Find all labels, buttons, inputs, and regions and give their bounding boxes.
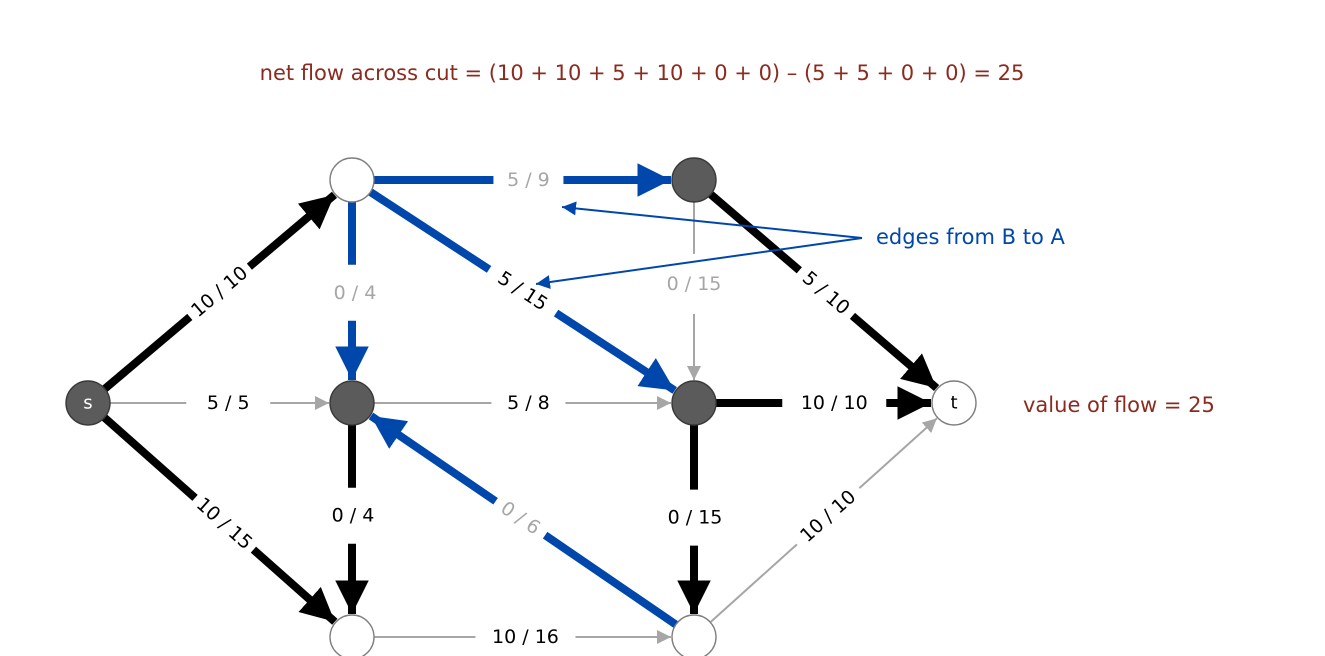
node-circle xyxy=(65,380,111,426)
node-circle xyxy=(931,380,977,426)
edge-label: 10 / 10 xyxy=(801,392,868,414)
node-circle xyxy=(329,380,375,426)
node-circle xyxy=(329,614,375,656)
edge-label: 0 / 15 xyxy=(667,273,722,295)
edge-line-end xyxy=(849,312,940,392)
annotation-pointer-top xyxy=(561,201,863,239)
node-circle xyxy=(671,157,717,203)
node-bot_left xyxy=(329,614,375,656)
edge-line-start xyxy=(101,414,198,501)
node-label: s xyxy=(83,393,92,414)
edge-line-start xyxy=(102,313,193,392)
edge-topleft-midleft: 0 / 4 xyxy=(334,202,377,380)
edge-topleft-midright: 5 / 15 xyxy=(368,188,677,394)
edge-line-end xyxy=(553,309,677,394)
value-of-flow-label: value of flow = 25 xyxy=(1023,393,1215,417)
edge-label: 5 / 5 xyxy=(207,392,250,414)
edges: 10 / 10 5 / 5 10 / 15 5 / 9 0 / 4 5 / 15 0 / 1… xyxy=(101,163,940,648)
node-mid_left xyxy=(329,380,375,426)
edge-midleft-midright: 5 / 8 xyxy=(374,392,671,414)
edge-topleft-topright: 5 / 9 xyxy=(374,163,671,197)
edge-line-start xyxy=(709,543,798,624)
annotation-pointers xyxy=(535,201,863,289)
edge-label: 10 / 16 xyxy=(492,626,559,648)
edge-midright-botright: 0 / 15 xyxy=(668,425,723,614)
edge-label: 0 / 6 xyxy=(497,497,545,539)
edge-label: 10 / 10 xyxy=(187,262,252,322)
node-top_left xyxy=(329,157,375,203)
annotation-pointer-bottom xyxy=(535,237,863,289)
node-circle xyxy=(671,614,717,656)
node-label: t xyxy=(950,393,957,414)
node-s: s xyxy=(65,380,111,426)
node-mid_right xyxy=(671,380,717,426)
edge-label: 5 / 15 xyxy=(494,267,552,315)
edge-topright-midright: 0 / 15 xyxy=(667,202,722,380)
edge-line-start xyxy=(368,188,492,273)
edge-line-end xyxy=(246,191,338,270)
edge-label: 10 / 15 xyxy=(192,493,257,554)
edge-botleft-botright: 10 / 16 xyxy=(374,626,671,648)
node-bot_right xyxy=(671,614,717,656)
annotation-label: edges from B to A xyxy=(876,225,1066,249)
edge-s-botleft: 10 / 15 xyxy=(101,414,338,625)
edge-line-end xyxy=(858,417,938,489)
edge-line-end xyxy=(250,546,338,625)
net-flow-heading: net flow across cut = (10 + 10 + 5 + 10 … xyxy=(260,61,1025,85)
edge-line-start xyxy=(708,191,802,274)
edge-midleft-botleft: 0 / 4 xyxy=(332,425,375,614)
node-circle xyxy=(671,380,717,426)
edge-line-end xyxy=(368,412,498,505)
edge-topright-t: 5 / 10 xyxy=(708,191,940,392)
edge-label: 5 / 9 xyxy=(507,169,550,191)
edge-s-topleft: 10 / 10 xyxy=(102,191,338,392)
edge-label: 0 / 4 xyxy=(332,505,375,527)
edge-label: 5 / 10 xyxy=(798,267,854,319)
edge-label: 10 / 10 xyxy=(796,486,860,547)
edge-label: 0 / 4 xyxy=(334,282,377,304)
node-circle xyxy=(329,157,375,203)
edge-label: 0 / 15 xyxy=(668,507,723,529)
edge-label: 5 / 8 xyxy=(507,392,550,414)
node-top_right xyxy=(671,157,717,203)
edge-s-midleft: 5 / 5 xyxy=(110,392,329,414)
edge-midright-t: 10 / 10 xyxy=(716,386,931,420)
edge-botright-t: 10 / 10 xyxy=(709,417,938,624)
node-t: t xyxy=(931,380,977,426)
edge-line-start xyxy=(542,531,679,628)
edge-botright-midleft: 0 / 6 xyxy=(368,412,679,628)
